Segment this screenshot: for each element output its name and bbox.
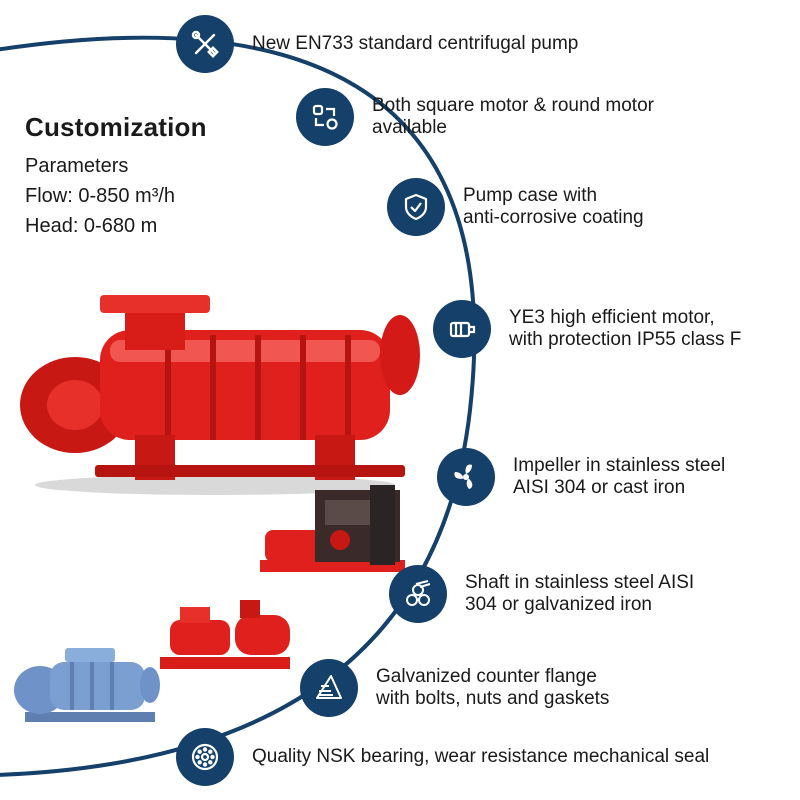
feature-shaft: Shaft in stainless steel AISI 304 or gal… — [389, 565, 694, 623]
main-pump-image — [20, 295, 420, 495]
bearing-icon — [176, 728, 234, 786]
shield-icon — [387, 178, 445, 236]
feature-text: Quality NSK bearing, wear resistance mec… — [252, 746, 710, 767]
feature-text: New EN733 standard centrifugal pump — [252, 33, 579, 54]
spec-flow: Flow: 0-850 m³/h — [25, 185, 176, 207]
feature-ye3-motor: YE3 high efficient motor, with protectio… — [433, 300, 741, 358]
feature-text: Shaft in stainless steel AISI 304 or gal… — [465, 572, 695, 615]
diesel-pump-set-image — [260, 485, 405, 572]
flange-icon — [300, 659, 358, 717]
blue-pump-image — [14, 648, 160, 722]
fan-icon — [437, 448, 495, 506]
feature-text: Pump case with anti-corrosive coating — [463, 185, 644, 228]
feature-text: Impeller in stainless steel AISI 304 or … — [513, 455, 726, 498]
small-red-pump-image — [160, 600, 290, 669]
feature-motor-types: Both square motor & round motor availabl… — [296, 88, 654, 146]
feature-counter-flange: Galvanized counter flange with bolts, nu… — [300, 659, 609, 717]
feature-text: Galvanized counter flange with bolts, nu… — [376, 666, 610, 709]
spec-parameters: Parameters — [25, 155, 129, 177]
feature-impeller: Impeller in stainless steel AISI 304 or … — [437, 448, 725, 506]
tools-icon — [176, 15, 234, 73]
feature-text: Both square motor & round motor availabl… — [372, 95, 654, 138]
swap-icon — [296, 88, 354, 146]
motor-icon — [433, 300, 491, 358]
spec-block: Customization Parameters Flow: 0-850 m³/… — [25, 112, 207, 241]
feature-text: YE3 high efficient motor, with protectio… — [509, 307, 742, 350]
feature-pump-case: Pump case with anti-corrosive coating — [387, 178, 644, 236]
spec-title: Customization — [25, 112, 207, 142]
feature-bearing: Quality NSK bearing, wear resistance mec… — [176, 728, 709, 786]
shaft-icon — [389, 565, 447, 623]
spec-head: Head: 0-680 m — [25, 215, 158, 237]
feature-en733: New EN733 standard centrifugal pump — [176, 15, 578, 73]
